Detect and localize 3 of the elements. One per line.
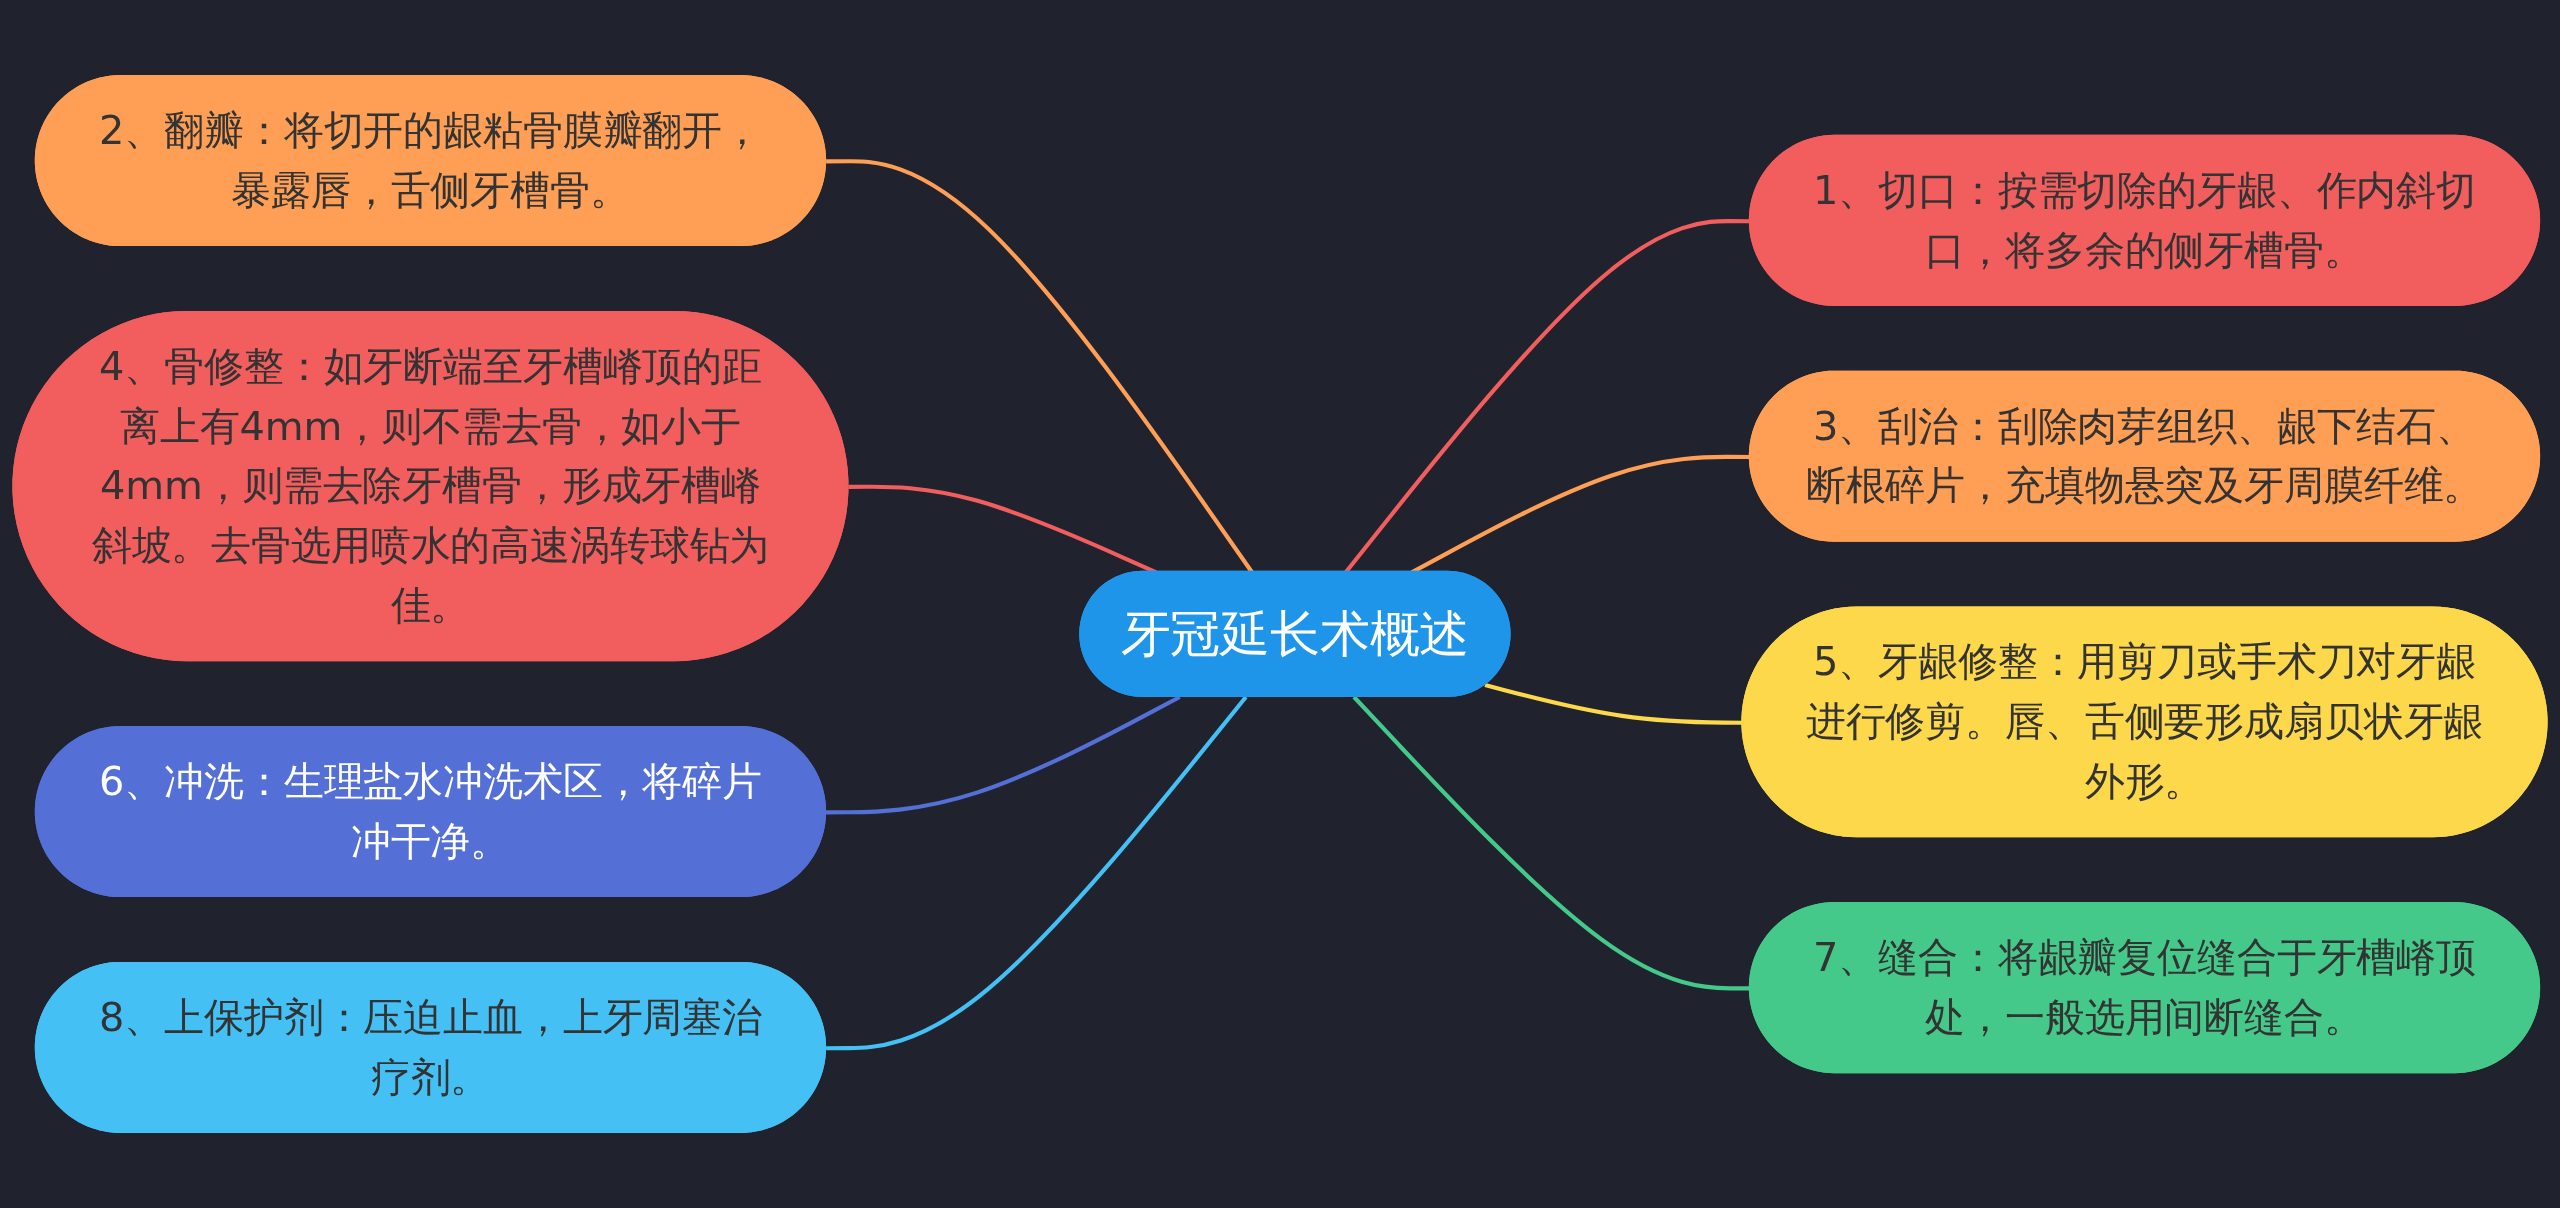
- connector: [1352, 695, 1751, 991]
- connector: [826, 695, 1248, 1051]
- connector: [826, 695, 1181, 815]
